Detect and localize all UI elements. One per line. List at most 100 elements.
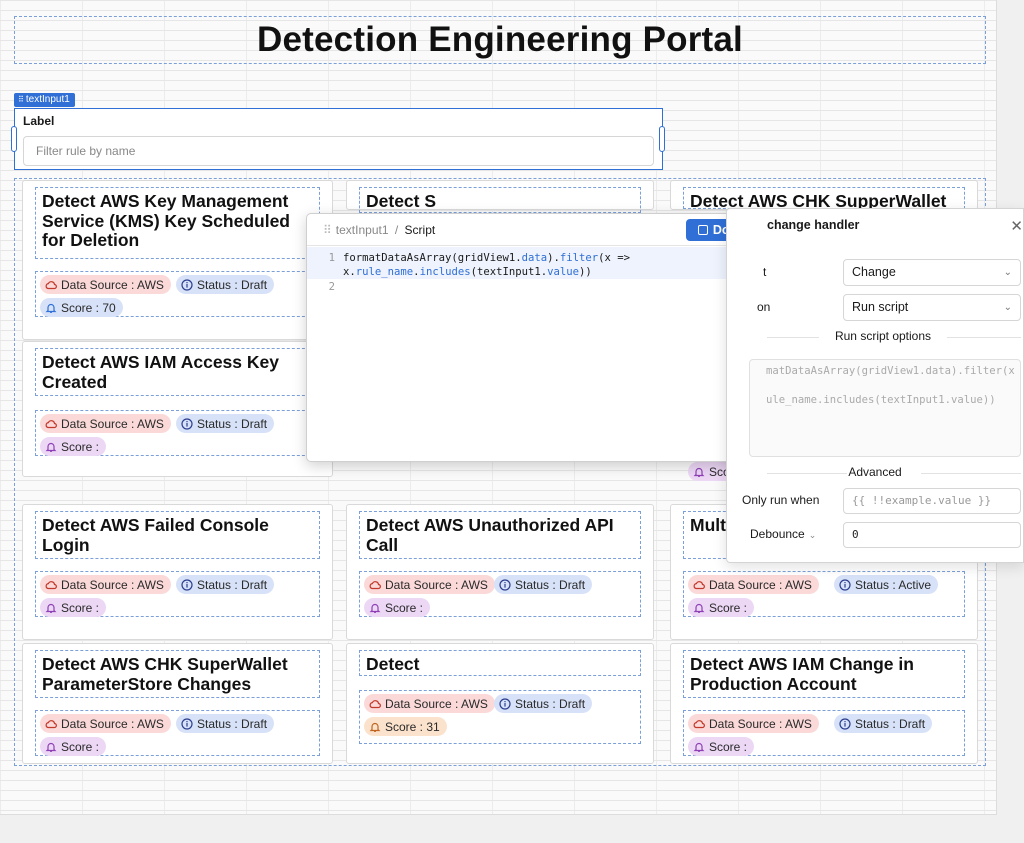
event-label: t — [763, 265, 767, 279]
status-badge: Status : Draft — [834, 714, 933, 733]
cloud-icon — [45, 718, 61, 730]
rule-title: Detect AWS IAM Change in Production Acco… — [690, 654, 914, 694]
rule-card[interactable]: Detect S — [346, 180, 654, 213]
bell-icon — [693, 741, 709, 753]
bell-icon — [45, 302, 61, 314]
card-title-container: Detect S — [359, 187, 641, 213]
resize-handle-left[interactable] — [11, 126, 17, 152]
cloud-icon — [45, 418, 61, 430]
resize-handle-right[interactable] — [659, 126, 665, 152]
card-title-container: Detect AWS Key Management Service (KMS) … — [35, 187, 320, 259]
info-icon — [499, 697, 515, 710]
code-line[interactable]: x.rule_name.includes(textInput1.value)) — [343, 266, 592, 278]
status-badge: Status : Draft — [176, 575, 275, 594]
retool-logo-icon — [697, 225, 708, 235]
data-source-badge: Data Source : AWS — [40, 714, 171, 733]
status-badge: Status : Active — [834, 575, 939, 594]
status-badge: Status : Draft — [494, 694, 593, 713]
score-badge: Score : — [40, 437, 107, 456]
badge-label: Data Source : AWS — [61, 716, 164, 731]
event-select[interactable]: Change⌄ — [843, 259, 1021, 286]
data-source-badge: Data Source : AWS — [40, 414, 171, 433]
rule-card[interactable]: Detect AWS IAM Change in Production Acco… — [670, 643, 978, 764]
rule-title: Detect — [366, 654, 420, 674]
line-number: 2 — [328, 281, 335, 293]
only-run-when-label: Only run when — [742, 493, 820, 507]
debounce-label[interactable]: Debounce⌄ — [750, 527, 816, 541]
badge-label: Data Source : AWS — [709, 577, 812, 592]
code-token: x. — [343, 266, 356, 278]
code-token: formatDataAsArray(gridView1. — [343, 252, 522, 264]
debounce-input[interactable]: 0 — [843, 522, 1021, 548]
component-tag[interactable]: ⠿textInput1 — [14, 93, 75, 107]
card-title-container: Detect AWS Unauthorized API Call — [359, 511, 641, 559]
code-editor[interactable]: 1 2 formatDataAsArray(gridView1.data).fi… — [307, 247, 766, 461]
bell-icon — [45, 602, 61, 614]
code-line[interactable]: formatDataAsArray(gridView1.data).filter… — [343, 252, 630, 264]
code-token: )) — [579, 266, 592, 278]
code-token: includes — [419, 266, 471, 278]
breadcrumb-separator: / — [394, 223, 399, 237]
breadcrumb: ⠿textInput1 / Script — [323, 223, 435, 237]
card-title-container: Detect AWS CHK SupperWallet — [683, 187, 965, 211]
rule-title: Detect S — [366, 191, 437, 211]
info-icon — [499, 578, 515, 591]
only-run-when-input[interactable]: {{ !!example.value }} — [843, 488, 1021, 514]
badge-label: Score : — [385, 600, 424, 615]
chevron-down-icon: ⌄ — [1003, 302, 1012, 313]
status-badge: Status : Draft — [176, 414, 275, 433]
divider — [921, 473, 1021, 474]
text-input-component[interactable]: Label Filter rule by name — [14, 108, 663, 170]
code-token: ). — [547, 252, 560, 264]
score-badge: Score : 70 — [40, 298, 123, 317]
code-token: data — [521, 252, 548, 264]
status-badge: Status : Draft — [176, 275, 275, 294]
rule-card[interactable]: Detect AWS CHK SupperWallet — [670, 180, 978, 211]
card-title-container: Detect AWS IAM Change in Production Acco… — [683, 650, 965, 698]
cloud-icon — [45, 579, 61, 591]
close-icon[interactable]: ✕ — [1010, 218, 1023, 235]
drag-grip-icon[interactable]: ⠿ — [323, 223, 332, 237]
page-title: Detection Engineering Portal — [257, 20, 743, 59]
info-icon — [839, 717, 855, 730]
bell-icon — [693, 602, 709, 614]
cloud-icon — [45, 279, 61, 291]
filter-input[interactable]: Filter rule by name — [23, 136, 654, 166]
rule-title: Detect AWS Unauthorized API Call — [366, 515, 614, 555]
drag-grip-icon[interactable]: ⠿ — [18, 95, 24, 104]
rule-card[interactable]: Detect AWS CHK SuperWallet ParameterStor… — [22, 643, 333, 764]
action-select[interactable]: Run script ⌄ — [843, 294, 1021, 321]
rule-title: Detect AWS Failed Console Login — [42, 515, 269, 555]
breadcrumb-parent[interactable]: textInput1 — [335, 223, 389, 237]
cloud-icon — [693, 718, 709, 730]
bell-icon — [693, 466, 709, 478]
score-badge: Sco — [688, 462, 737, 481]
script-editor-popover[interactable]: ⠿textInput1 / Script Done 1 2 formatData… — [306, 213, 767, 462]
action-select-value: Run script — [852, 300, 909, 314]
rule-title: Detect AWS IAM Access Key Created — [42, 352, 279, 392]
bell-icon — [369, 602, 385, 614]
panel-title: change handler — [767, 218, 860, 232]
badge-label: Score : — [709, 739, 748, 754]
score-badge: Score : — [688, 598, 755, 617]
bell-icon — [45, 441, 61, 453]
badge-label: Data Source : AWS — [61, 277, 164, 292]
script-preview[interactable]: matDataAsArray(gridView1.data).filter(x … — [749, 359, 1021, 457]
rule-card[interactable]: Detect AWS Key Management Service (KMS) … — [22, 180, 333, 340]
badge-label: Score : — [61, 439, 100, 454]
divider — [767, 473, 847, 474]
info-icon — [181, 717, 197, 730]
score-badge: Score : — [364, 598, 431, 617]
rule-title: Detect AWS CHK SuperWallet ParameterStor… — [42, 654, 288, 694]
bell-icon — [45, 741, 61, 753]
title-container[interactable] — [14, 16, 986, 64]
event-handler-panel[interactable]: change handler ✕ t Change⌄ on Run script… — [726, 208, 1024, 563]
